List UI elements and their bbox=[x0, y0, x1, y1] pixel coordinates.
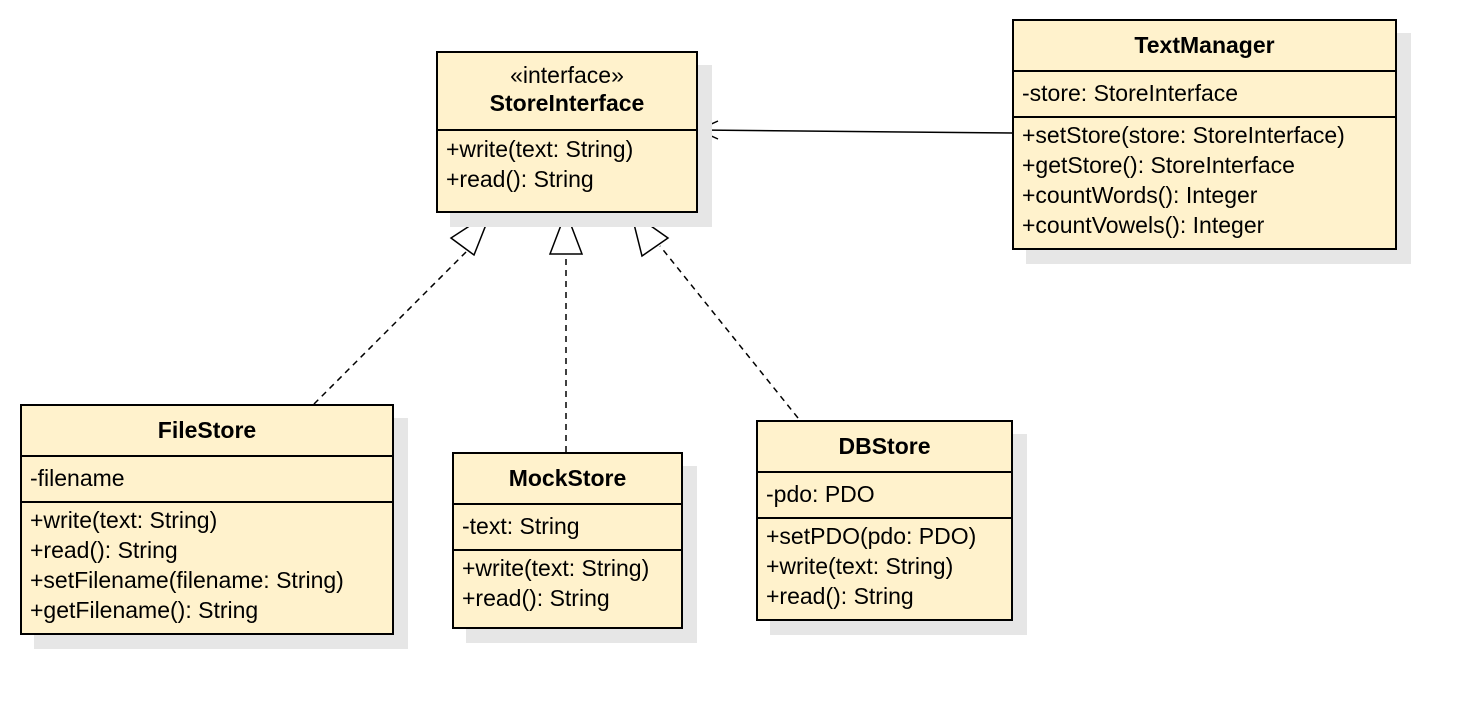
method: +read(): String bbox=[462, 585, 610, 611]
method: +write(text: String) bbox=[462, 555, 650, 581]
attributes-section: -text: String bbox=[454, 505, 681, 551]
class-file-store[interactable]: FileStore -filename +write(text: String)… bbox=[20, 404, 394, 635]
realization-line-filestore bbox=[313, 243, 475, 405]
class-store-interface[interactable]: «interface» StoreInterface +write(text: … bbox=[436, 51, 698, 213]
methods-section: +setStore(store: StoreInterface) +getSto… bbox=[1014, 118, 1395, 240]
attributes-section: -filename bbox=[22, 457, 392, 503]
class-name: StoreInterface bbox=[489, 90, 645, 116]
method: +setFilename(filename: String) bbox=[30, 567, 344, 593]
interface-stereotype: «interface» bbox=[510, 62, 624, 88]
class-text-manager[interactable]: TextManager -store: StoreInterface +setS… bbox=[1012, 19, 1397, 250]
class-name: DBStore bbox=[838, 433, 931, 459]
method: +write(text: String) bbox=[766, 553, 954, 579]
class-mock-store[interactable]: MockStore -text: String +write(text: Str… bbox=[452, 452, 683, 629]
method: +read(): String bbox=[766, 583, 914, 609]
method: +write(text: String) bbox=[446, 136, 634, 162]
hollow-triangle-dbstore bbox=[629, 210, 670, 258]
attribute: -text: String bbox=[462, 513, 580, 539]
attributes-section: -pdo: PDO bbox=[758, 473, 1011, 519]
method: +getFilename(): String bbox=[30, 597, 259, 623]
class-header: FileStore bbox=[22, 406, 392, 457]
attribute: -store: StoreInterface bbox=[1022, 80, 1239, 106]
class-db-store[interactable]: DBStore -pdo: PDO +setPDO(pdo: PDO) +wri… bbox=[756, 420, 1013, 621]
method: +write(text: String) bbox=[30, 507, 218, 533]
hollow-triangle-mockstore bbox=[548, 209, 584, 255]
methods-section: +write(text: String) +read(): String +se… bbox=[22, 503, 392, 625]
method: +setStore(store: StoreInterface) bbox=[1022, 122, 1345, 148]
methods-section: +write(text: String) +read(): String bbox=[454, 551, 681, 613]
realization-line-dbstore bbox=[659, 245, 799, 419]
methods-section: +setPDO(pdo: PDO) +write(text: String) +… bbox=[758, 519, 1011, 611]
class-header: TextManager bbox=[1014, 21, 1395, 72]
method: +getStore(): StoreInterface bbox=[1022, 152, 1295, 178]
open-arrowhead bbox=[696, 120, 719, 140]
attribute: -pdo: PDO bbox=[766, 481, 875, 507]
class-header: «interface» StoreInterface bbox=[438, 53, 696, 131]
class-name: TextManager bbox=[1134, 32, 1275, 58]
methods-section: +write(text: String) +read(): String bbox=[438, 131, 696, 194]
method: +setPDO(pdo: PDO) bbox=[766, 523, 977, 549]
association-line bbox=[697, 129, 1013, 134]
hollow-triangle-filestore bbox=[449, 210, 493, 257]
class-header: DBStore bbox=[758, 422, 1011, 473]
class-header: MockStore bbox=[454, 454, 681, 505]
attribute: -filename bbox=[30, 465, 125, 491]
method: +read(): String bbox=[30, 537, 178, 563]
class-name: FileStore bbox=[157, 417, 257, 443]
method: +countWords(): Integer bbox=[1022, 182, 1258, 208]
class-name: MockStore bbox=[508, 465, 627, 491]
method: +read(): String bbox=[446, 166, 594, 192]
method: +countVowels(): Integer bbox=[1022, 212, 1265, 238]
attributes-section: -store: StoreInterface bbox=[1014, 72, 1395, 118]
